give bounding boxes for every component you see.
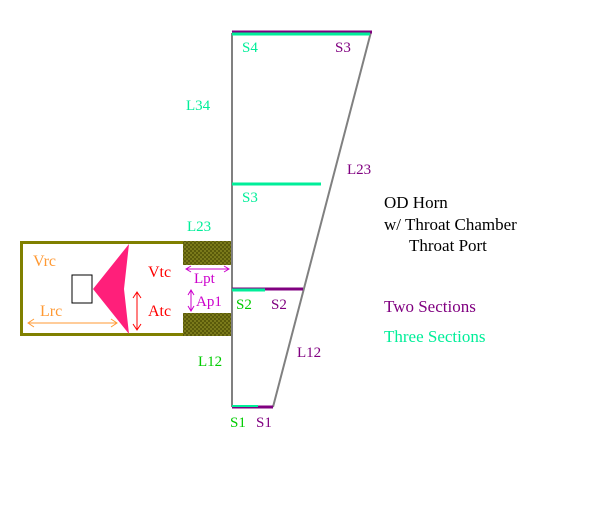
- lower-hatched-wall: [183, 313, 231, 336]
- atc-label: Atc: [148, 303, 171, 320]
- purple-s2-label: S2: [271, 297, 287, 313]
- driver-magnet: [71, 274, 93, 304]
- lpt-arrow-left-head: [185, 265, 192, 273]
- green-l23-label: L23: [187, 219, 211, 235]
- title-line-3: Throat Port: [409, 236, 487, 255]
- purple-l12-label: L12: [297, 345, 321, 361]
- ap1-label: Ap1: [196, 294, 222, 310]
- green-s3-label: S3: [242, 190, 258, 206]
- green-l34-label: L34: [186, 98, 211, 114]
- driver-cone: [93, 244, 129, 334]
- atc-arrow-top-head: [132, 291, 142, 299]
- green-s4-label: S4: [242, 40, 258, 56]
- ap1-arrow-bottom-head: [187, 305, 195, 312]
- green-s1-label: S1: [230, 415, 246, 431]
- lrc-arrow-left-head: [27, 318, 35, 328]
- lrc-label: Lrc: [40, 303, 62, 320]
- lpt-label: Lpt: [194, 271, 216, 287]
- upper-hatched-wall: [183, 241, 231, 265]
- horn-flare-wall: [272, 31, 372, 408]
- lrc-arrow-right-head: [110, 318, 118, 328]
- purple-s1-label: S1: [256, 415, 272, 431]
- atc-arrow-bottom-head: [132, 323, 142, 331]
- ap1-arrow-top-head: [187, 289, 195, 296]
- purple-l23-label: L23: [347, 162, 371, 178]
- legend-two-sections: Two Sections: [384, 297, 476, 316]
- purple-s3-label: S3: [335, 40, 351, 56]
- title-line-2: w/ Throat Chamber: [384, 215, 517, 234]
- lpt-arrow-right-head: [223, 265, 230, 273]
- legend-three-sections: Three Sections: [384, 327, 486, 346]
- title-line-1: OD Horn: [384, 193, 448, 212]
- vrc-label: Vrc: [33, 253, 56, 270]
- green-l12-label: L12: [198, 354, 222, 370]
- green-s2-label: S2: [236, 297, 252, 313]
- vtc-label: Vtc: [148, 264, 171, 281]
